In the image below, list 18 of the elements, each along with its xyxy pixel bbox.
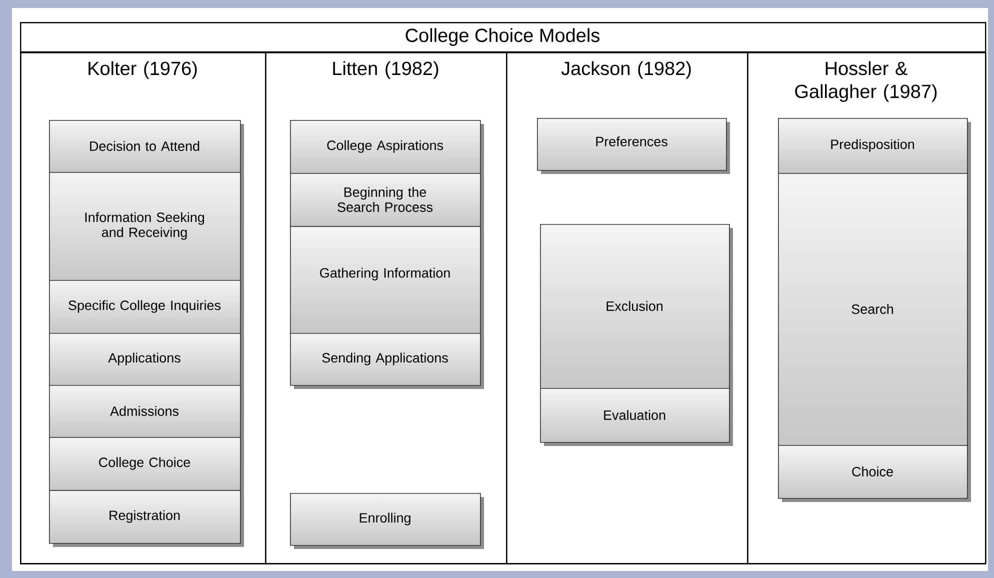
step-box: Admissions <box>49 385 244 441</box>
step-box: Evaluation <box>540 388 733 446</box>
step-box: Registration <box>49 490 244 547</box>
step-box: Sending Applications <box>290 333 484 389</box>
step-box: Exclusion <box>540 224 733 392</box>
step-box: Choice <box>778 445 971 502</box>
step-box: Information Seeking and Receiving <box>49 172 244 284</box>
step-box: Applications <box>49 333 244 389</box>
step-box: Beginning the Search Process <box>290 173 484 230</box>
step-box: Preferences <box>537 118 730 174</box>
step-box: College Aspirations <box>290 120 484 177</box>
step-box: College Choice <box>49 437 244 494</box>
step-box: Predisposition <box>778 118 971 177</box>
step-box: Enrolling <box>290 493 484 549</box>
step-box: Search <box>778 173 971 449</box>
step-box: Specific College Inquiries <box>49 280 244 337</box>
step-box: Decision to Attend <box>49 120 244 176</box>
step-box: Gathering Information <box>290 226 484 337</box>
